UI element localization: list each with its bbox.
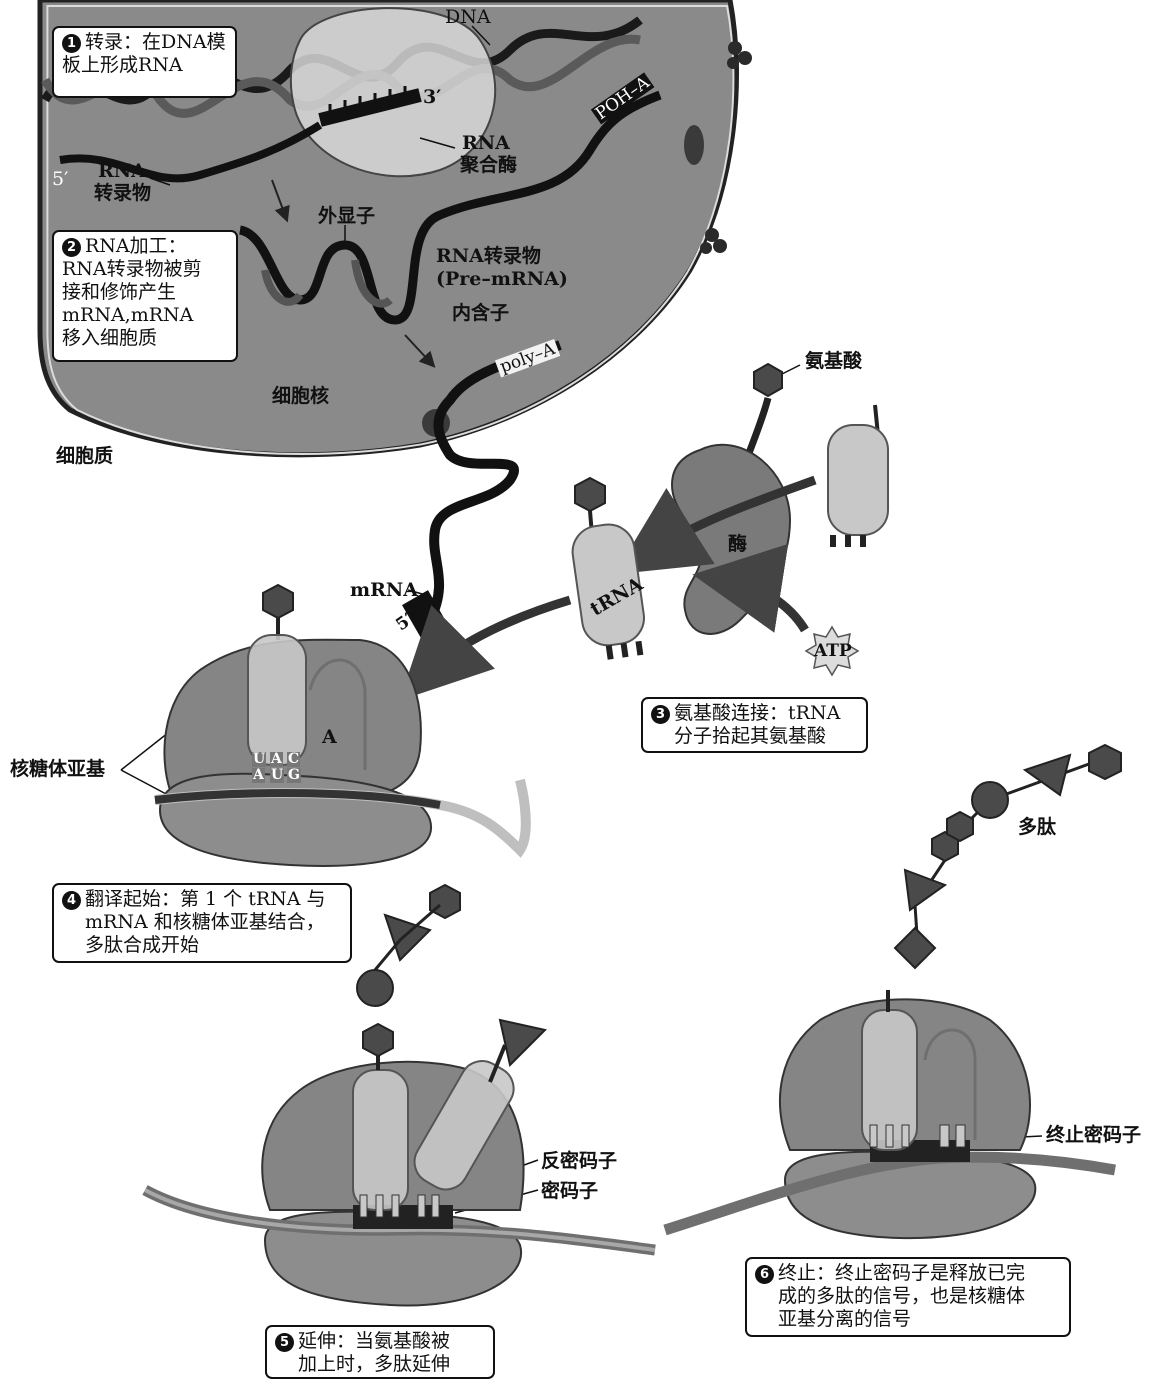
step-4-text-line1: 翻译起始：第 1 个 tRNA 与 [85, 888, 326, 910]
label-stop-codon: 终止密码子 [1046, 1124, 1142, 1146]
label-polypeptide: 多肽 [1018, 816, 1057, 838]
step-1-text-line2: 板上形成RNA [62, 54, 183, 76]
label-rna-transcript-line2: 转录物 [94, 182, 152, 204]
step-number-badge: 3 [651, 705, 670, 724]
amino-acid-icon [429, 883, 461, 920]
step-6-text-line2: 成的多肽的信号，也是核糖体 [778, 1285, 1026, 1307]
label-dna: DNA [445, 6, 491, 28]
amino-acid-icon [893, 926, 937, 970]
label-pre-mrna-line1: RNA转录物 [436, 245, 541, 267]
process-arrow [692, 543, 809, 633]
label-five-prime: 5′ [52, 168, 69, 190]
label-codon: 密码子 [541, 1180, 599, 1202]
label-cytoplasm: 细胞质 [56, 445, 114, 467]
label-nucleus: 细胞核 [272, 385, 330, 407]
step-number-badge: 1 [62, 34, 81, 53]
label-atp: ATP [814, 641, 852, 661]
label-intron: 内含子 [452, 302, 510, 324]
label-anticodon: 反密码子 [541, 1150, 618, 1172]
amino-acid-icon [383, 913, 432, 962]
step-2-text-line2: RNA转录物被剪 [62, 258, 202, 280]
amino-acid-icon [362, 1022, 394, 1058]
amino-acid-icon [498, 1018, 547, 1067]
anticodon-base: A [270, 751, 283, 767]
label-ribosome-subunit: 核糖体亚基 [10, 758, 106, 780]
step-2-text-line3: 接和修饰产生 [62, 281, 177, 303]
process-arrow [399, 595, 572, 701]
exon-coil [261, 259, 393, 308]
step-number-badge: 2 [62, 238, 81, 257]
step-number-badge: 4 [62, 891, 81, 910]
label-three-prime: 3′ [423, 86, 442, 108]
amino-acid-icon [946, 810, 974, 843]
anticodon-base: U [252, 751, 267, 767]
process-arrow [614, 475, 817, 575]
rna-transcript-strand [59, 121, 323, 183]
rna-polymerase [289, 7, 497, 178]
amino-acid-icon [1088, 743, 1122, 781]
step-5-text-line1: 延伸：当氨基酸被 [298, 1330, 451, 1352]
process-arrow [271, 179, 290, 223]
trna-charged [571, 476, 645, 660]
chromatin-cluster-icon [700, 41, 752, 254]
step-number-badge: 6 [755, 1265, 774, 1284]
step-2-text-line1: RNA加工： [85, 235, 187, 257]
amino-acid-icon [971, 781, 1009, 819]
ribosome-initiation [154, 583, 531, 867]
step-6-text-line1: 终止：终止密码子是释放已完 [778, 1262, 1026, 1284]
label-mrna: mRNA [350, 579, 419, 601]
codon-base: G [287, 767, 301, 783]
step-4-text-line2: mRNA 和核糖体亚基结合， [85, 911, 325, 933]
anticodon-base: C [287, 751, 301, 767]
amino-acid-icon [753, 362, 783, 398]
codon-base: A [252, 767, 265, 783]
step-number-badge: 5 [275, 1333, 294, 1352]
trna-free [827, 404, 889, 547]
mrna-strand [425, 340, 562, 623]
step-2-text-line4: mRNA,mRNA [62, 304, 194, 326]
step-3-text-line2: 分子拾起其氨基酸 [674, 725, 827, 747]
amino-acid-icon [262, 583, 294, 620]
step-4-text-line3: 多肽合成开始 [85, 934, 200, 956]
label-rna-polymerase-line1: RNA [462, 132, 510, 154]
step-5-text-line2: 加上时，多肽延伸 [298, 1353, 451, 1375]
label-amino-acid: 氨基酸 [805, 350, 863, 372]
label-site-a: A [322, 726, 337, 748]
amino-acid-icon [356, 969, 394, 1007]
amino-acid-icon [574, 476, 606, 513]
ribosome-elongation [142, 883, 656, 1307]
step-6-text-line3: 亚基分离的信号 [778, 1308, 912, 1330]
codon-base: U [270, 767, 285, 783]
label-rna-transcript-line1: RNA [98, 160, 146, 182]
step-2-text-line5: 移入细胞质 [62, 327, 158, 349]
amino-acid-icon [903, 868, 948, 912]
amino-acid-icon [1022, 753, 1072, 797]
atp-star-icon [804, 625, 860, 677]
process-arrow [404, 334, 436, 368]
step-3-text-line1: 氨基酸连接：tRNA [674, 702, 841, 724]
label-enzyme: 酶 [728, 533, 748, 555]
polypeptide-chain [893, 743, 1122, 970]
label-pre-mrna-line2: (Pre–mRNA) [436, 268, 568, 290]
ribosome-termination [663, 990, 1116, 1240]
label-rna-polymerase-line2: 聚合酶 [460, 154, 518, 176]
step-1-text-line1: 转录：在DNA模 [85, 31, 226, 53]
label-exon: 外显子 [318, 205, 376, 227]
